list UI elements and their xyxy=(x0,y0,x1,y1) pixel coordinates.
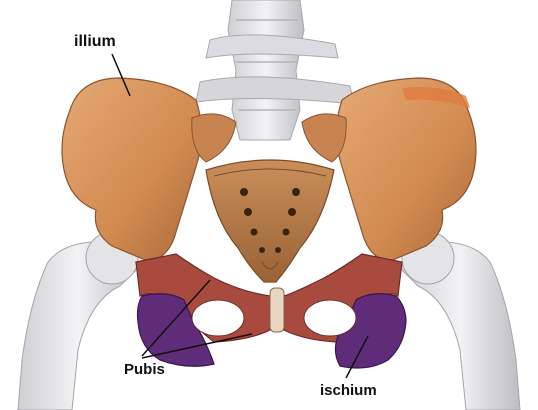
pubic-symphysis xyxy=(270,288,284,332)
left-ilium xyxy=(62,78,202,262)
right-femur xyxy=(400,232,520,410)
left-obturator-foramen xyxy=(192,300,244,336)
sacrum xyxy=(206,160,334,282)
illium-label: illium xyxy=(74,34,116,50)
right-obturator-foramen xyxy=(304,300,356,336)
ischium-label: ischium xyxy=(320,383,377,398)
pubis-label: Pubis xyxy=(124,362,165,377)
right-ilium xyxy=(336,78,476,262)
left-femur xyxy=(18,232,138,410)
